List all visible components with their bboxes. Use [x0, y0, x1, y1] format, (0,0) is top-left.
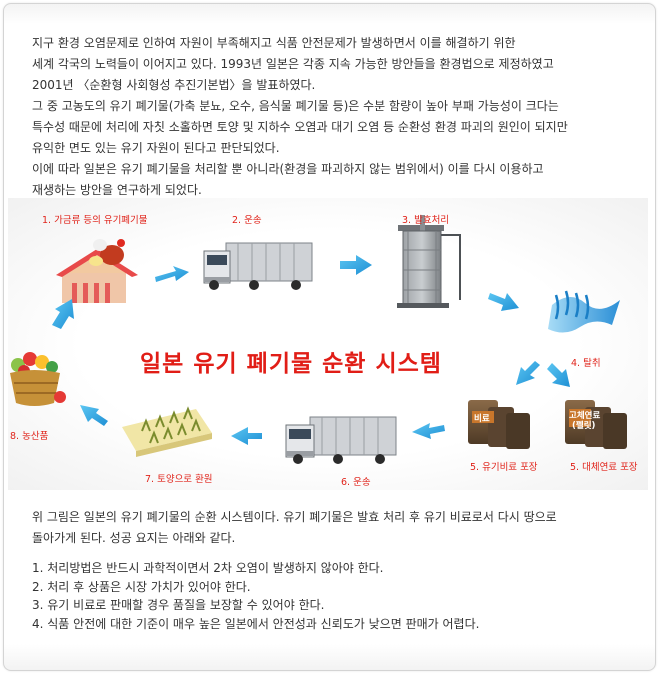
fertilizer-sack-label: 비료 [474, 414, 490, 424]
diagram-illustrations [10, 215, 627, 464]
transport-truck-icon [203, 242, 313, 290]
flow-arrows [52, 255, 570, 445]
flow-arrow-6-to-7 [231, 427, 262, 445]
diagram-title: 일본 유기 폐기물 순환 시스템 [140, 351, 442, 377]
flow-arrow-4-to-5a [516, 361, 540, 385]
step-label-deodorization: 4. 탈취 [571, 358, 601, 369]
intro-line: 세계 각국의 노력들이 이어지고 있다. 1993년 일본은 각종 지속 가능한… [32, 57, 554, 71]
fuel-sack-label-line2: (펠릿) [572, 421, 596, 431]
flow-arrow-2-to-3 [340, 255, 372, 275]
intro-line: 특수성 때문에 처리에 자칫 소홀하면 토양 및 지하수 오염과 대기 오염 등… [32, 120, 568, 134]
intro-text: 지구 환경 오염문제로 인하여 자원이 부족해지고 식품 안전문제가 발생하면서… [32, 33, 640, 201]
summary-text: 위 그림은 일본의 유기 폐기물의 순환 시스템이다. 유기 폐기물은 발효 처… [32, 507, 640, 549]
intro-line: 그 중 고농도의 유기 폐기물(가축 분뇨, 오수, 음식물 폐기물 등)은 수… [32, 99, 559, 113]
summary-line: 위 그림은 일본의 유기 폐기물의 순환 시스템이다. 유기 폐기물은 발효 처… [32, 510, 557, 524]
recycling-cycle-diagram: 1. 가금류 등의 유기폐기물 2. 운송 3. 발효처리 4. 탈취 5. 유… [0, 195, 659, 495]
step-label-fermentation: 3. 발효처리 [402, 215, 450, 226]
solid-fuel-sacks-icon [565, 400, 627, 449]
flow-arrow-1-to-2 [155, 266, 189, 282]
step-label-transport-return: 6. 운송 [341, 477, 371, 488]
flow-arrow-5-to-6 [412, 423, 445, 439]
flow-arrow-3-to-4 [488, 293, 519, 311]
requirement-item: 4. 식품 안전에 대한 기준이 매우 높은 일본에서 안전성과 신뢰도가 낮으… [32, 616, 480, 631]
flow-arrow-4-to-5b [547, 363, 570, 387]
summary-line: 돌아가게 된다. 성공 요지는 아래와 같다. [32, 531, 236, 545]
intro-line: 지구 환경 오염문제로 인하여 자원이 부족해지고 식품 안전문제가 발생하면서… [32, 36, 516, 50]
fertilizer-sacks-icon [468, 400, 530, 449]
step-label-fertilizer-packaging: 5. 유기비료 포장 [470, 462, 538, 473]
flow-arrow-8-to-1 [52, 299, 74, 329]
soil-field-icon [122, 406, 212, 457]
success-requirements-list: 1. 처리방법은 반드시 과학적이면서 2차 오염이 발생하지 않아야 한다. … [32, 559, 640, 633]
intro-line: 유익한 면도 있는 유기 자원이 된다고 판단되었다. [32, 141, 280, 155]
step-label-fuel-packaging: 5. 대체연료 포장 [570, 462, 638, 473]
deodorization-waves-icon [548, 290, 620, 333]
flow-arrow-7-to-8 [80, 405, 108, 426]
step-label-produce: 8. 농산품 [10, 431, 49, 442]
step-label-organic-waste: 1. 가금류 등의 유기폐기물 [42, 215, 148, 226]
produce-basket-icon [10, 352, 66, 406]
barn-with-chickens-icon [56, 239, 138, 303]
step-label-soil-return: 7. 토양으로 환원 [145, 474, 213, 485]
intro-line: 재생하는 방안을 연구하게 되었다. [32, 183, 202, 197]
intro-line: 이에 따라 일본은 유기 폐기물을 처리할 뿐 아니라(환경을 파괴하지 않는 … [32, 162, 544, 176]
fermentation-facility-icon [397, 215, 461, 308]
step-label-transport: 2. 운송 [232, 215, 262, 226]
transport-truck-return-icon [285, 416, 397, 464]
requirement-item: 2. 처리 후 상품은 시장 가치가 있어야 한다. [32, 579, 251, 594]
fuel-sack-label-line1: 고체연료 [569, 411, 601, 421]
intro-line: 2001년 〈순환형 사회형성 추진기본법〉을 발표하였다. [32, 78, 316, 92]
requirement-item: 1. 처리방법은 반드시 과학적이면서 2차 오염이 발생하지 않아야 한다. [32, 561, 384, 575]
requirement-item: 3. 유기 비료로 판매할 경우 품질을 보장할 수 있어야 한다. [32, 598, 325, 612]
